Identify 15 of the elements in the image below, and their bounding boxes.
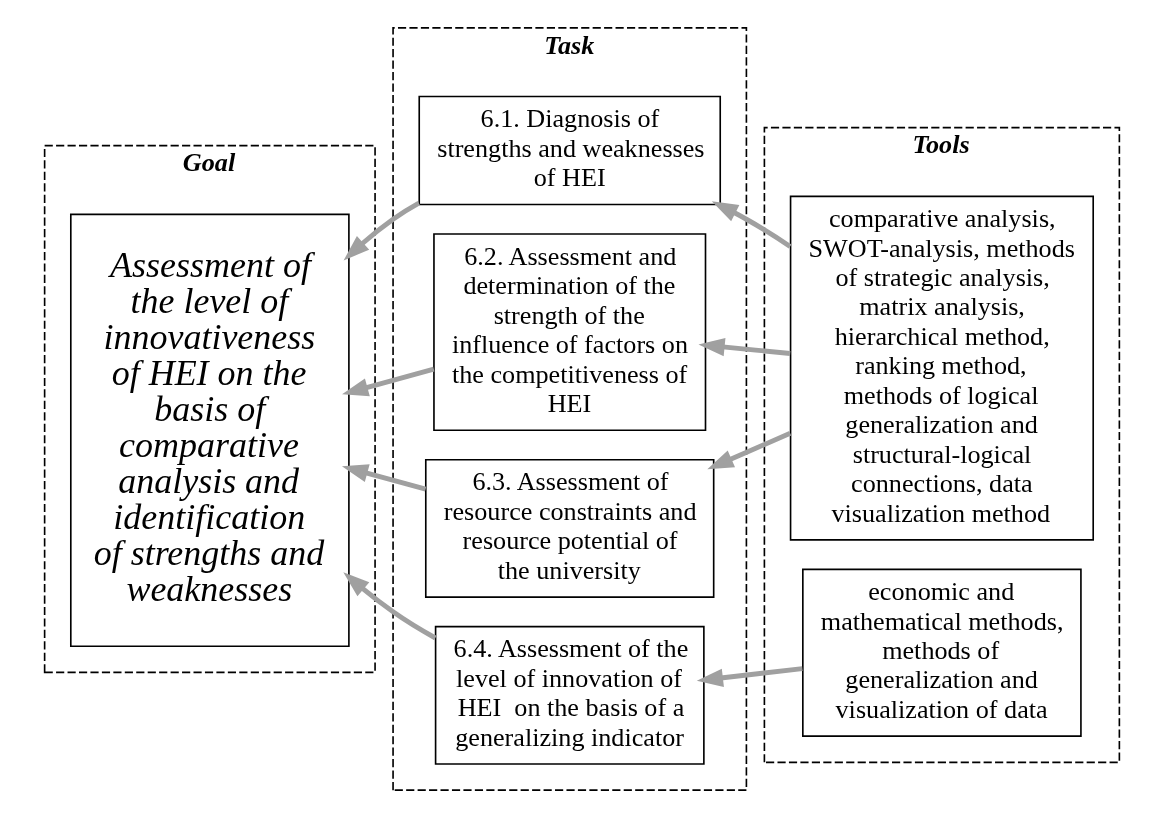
node-box: 6.2. Assessment and determination of the strength of the influence of factors on the competitiveness of HEI <box>432 233 706 432</box>
arrow <box>706 431 791 470</box>
node-box: 6.3. Assessment of resource constraints and resource potential of the university <box>424 458 714 598</box>
arrow <box>342 572 437 641</box>
arrow <box>343 201 420 261</box>
node-box: comparative analysis, SWOT-analysis, methods of strategic analysis, matrix analysis, hierarchical method, ranking method, methods of logical generalization and structural-logical connections, data visualization method <box>789 195 1094 541</box>
node-box: 6.1. Diagnosis of strengths and weaknesses of HEI <box>417 95 721 206</box>
arrow <box>696 666 803 687</box>
arrow <box>341 464 426 492</box>
arrow <box>341 366 434 397</box>
node-box: Assessment of the level of innovativeness of HEI on the basis of comparative analysis and identification of strengths and weaknesses <box>69 213 350 648</box>
arrow <box>697 337 790 357</box>
node-box: 6.4. Assessment of the level of innovation of HEI on the basis of a generalizing indicator <box>434 625 705 765</box>
node-box: economic and mathematical methods, methods of generalization and visualization of data <box>801 568 1082 737</box>
arrow <box>711 201 791 249</box>
